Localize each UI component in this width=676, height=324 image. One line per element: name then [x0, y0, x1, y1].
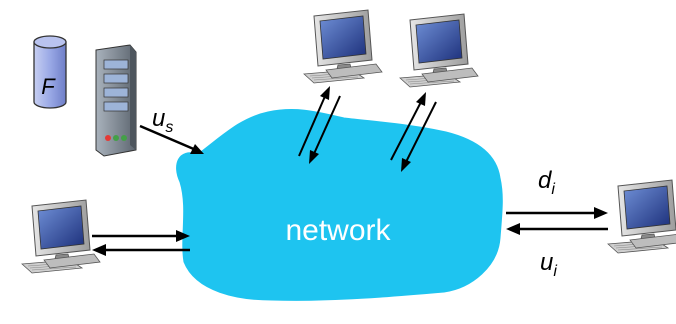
network-cloud [176, 109, 503, 301]
server-upload-arrow [139, 124, 204, 154]
file-database-icon: F [33, 35, 67, 109]
peer-top-right-arrows [390, 92, 437, 172]
desktop-computer-icon [303, 9, 383, 84]
tower-server-icon [95, 44, 137, 157]
peer-top-left-arrows [298, 86, 341, 164]
desktop-computer-icon [607, 179, 676, 254]
desktop-computer-icon [21, 199, 101, 274]
network-label: network [285, 214, 391, 247]
peer-left-arrows [92, 230, 190, 256]
server-upload-label: us [152, 105, 173, 136]
peer-download-label: di [538, 167, 555, 198]
desktop-computer-icon [399, 13, 479, 88]
peer-upload-label: ui [540, 249, 557, 280]
peer-right-arrows [506, 207, 608, 235]
file-label: F [41, 74, 56, 99]
